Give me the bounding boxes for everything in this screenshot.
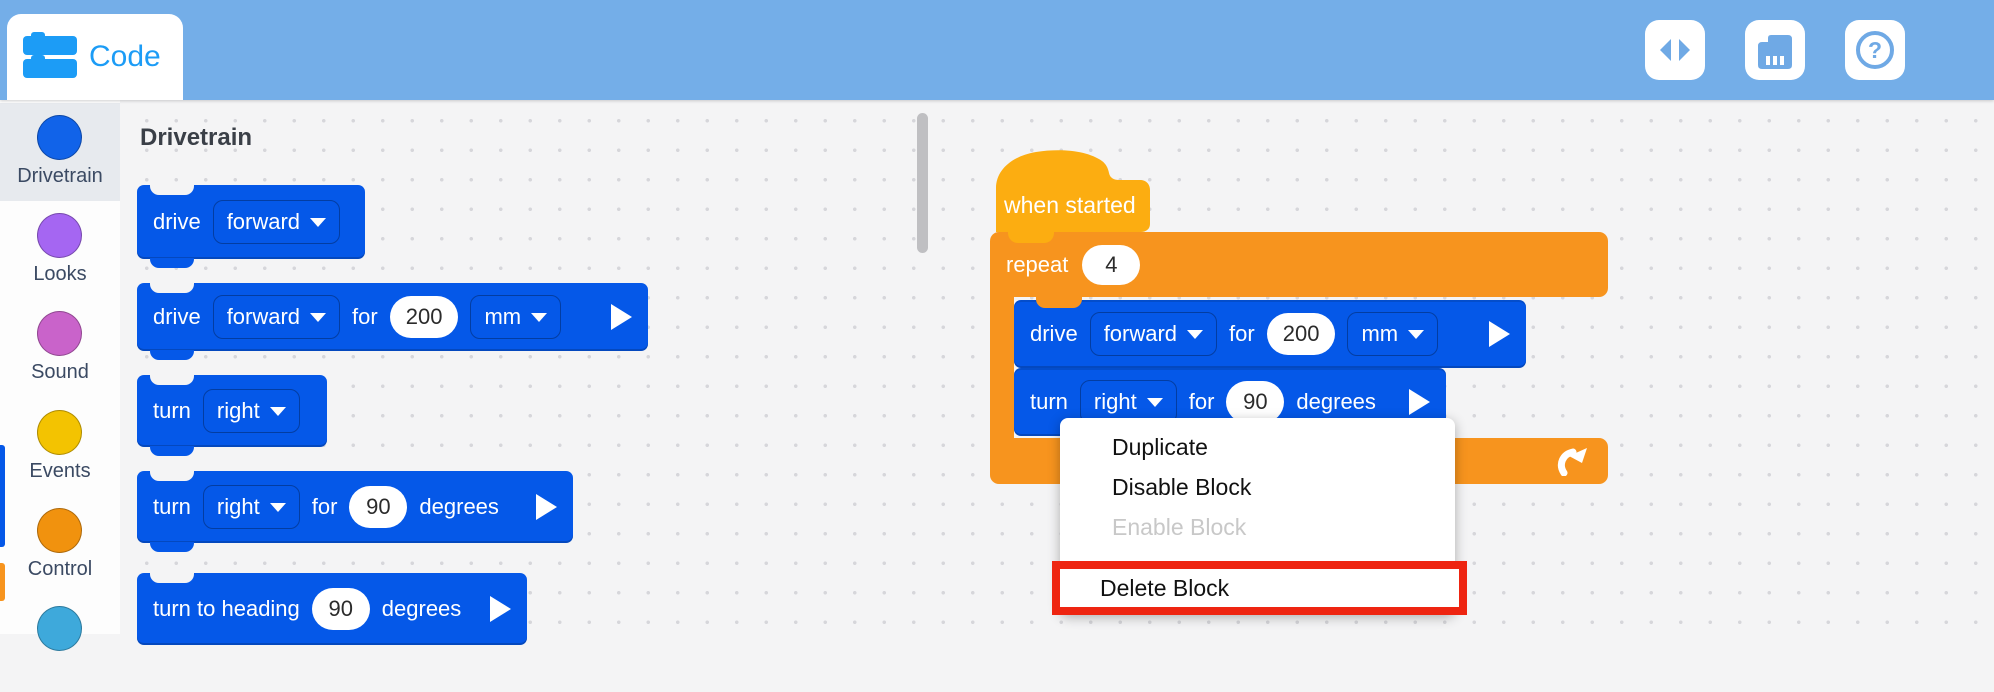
run-block-icon[interactable] bbox=[536, 494, 557, 520]
block-label: for bbox=[1229, 321, 1255, 346]
block-label: turn to heading bbox=[153, 596, 300, 621]
direction-dropdown[interactable]: forward bbox=[1089, 312, 1218, 356]
chevron-down-icon bbox=[269, 406, 286, 416]
block-label: turn bbox=[1030, 389, 1068, 414]
palette-block-turn-to-heading[interactable]: turn to heading 90 degrees bbox=[137, 573, 527, 645]
blocks-icon bbox=[23, 32, 77, 80]
block-label: degrees bbox=[419, 494, 499, 519]
angle-input[interactable]: 90 bbox=[349, 486, 408, 528]
run-block-icon[interactable] bbox=[490, 596, 511, 622]
repeat-count-input[interactable]: 4 bbox=[1082, 244, 1141, 285]
sidebar-item-control[interactable]: Control bbox=[0, 496, 120, 594]
tab-code-label: Code bbox=[89, 40, 161, 73]
drivetrain-category-icon bbox=[37, 115, 82, 160]
sidebar-item-label: Drivetrain bbox=[17, 165, 103, 187]
workspace-block-drive-for[interactable]: drive forward for 200 mm bbox=[1014, 300, 1526, 368]
block-label: for bbox=[311, 494, 338, 519]
distance-input[interactable]: 200 bbox=[1266, 313, 1336, 355]
chevron-down-icon bbox=[1187, 329, 1204, 339]
chevron-down-icon bbox=[1146, 397, 1163, 407]
palette-heading: Drivetrain bbox=[140, 124, 253, 151]
block-label: drive bbox=[153, 209, 201, 234]
code-view-toggle-button[interactable] bbox=[1645, 20, 1705, 80]
menu-item-disable-block[interactable]: Disable Block bbox=[1112, 474, 1252, 500]
block-label: degrees bbox=[381, 596, 462, 621]
category-sidebar: Drivetrain Looks Sound Events Control bbox=[0, 100, 120, 651]
hat-label: when started bbox=[1004, 192, 1136, 218]
block-label: for bbox=[1188, 389, 1215, 414]
sidebar-item-drivetrain[interactable]: Drivetrain bbox=[0, 103, 120, 201]
palette-block-turn-for[interactable]: turn right for 90 degrees bbox=[137, 471, 573, 552]
heading-input[interactable]: 90 bbox=[311, 588, 370, 630]
chevron-down-icon bbox=[531, 312, 548, 322]
chevron-down-icon bbox=[310, 312, 327, 322]
palette-scrollbar[interactable] bbox=[917, 113, 928, 253]
header-bar: Code ? bbox=[0, 0, 1994, 100]
clipped-block-artifact bbox=[0, 563, 5, 601]
direction-dropdown[interactable]: forward bbox=[212, 200, 341, 244]
run-block-icon[interactable] bbox=[611, 304, 632, 330]
repeat-inner-connector bbox=[1036, 297, 1082, 308]
direction-dropdown[interactable]: right bbox=[202, 389, 300, 433]
device-manager-button[interactable] bbox=[1745, 20, 1805, 80]
angle-brackets-icon bbox=[1660, 39, 1690, 61]
palette-block-drive[interactable]: drive forward bbox=[137, 185, 365, 268]
events-category-icon bbox=[37, 410, 82, 455]
hat-connector bbox=[1008, 230, 1054, 243]
block-label: for bbox=[352, 304, 378, 329]
looks-category-icon bbox=[37, 213, 82, 258]
tab-code[interactable]: Code bbox=[7, 14, 183, 100]
loop-arrow-icon bbox=[1557, 448, 1587, 476]
palette-block-turn[interactable]: turn right bbox=[137, 375, 327, 456]
sidebar-item-events[interactable]: Events bbox=[0, 398, 120, 496]
block-label: turn bbox=[153, 398, 191, 423]
when-started-hat-block[interactable]: when started bbox=[990, 146, 1153, 232]
block-label: drive bbox=[153, 304, 201, 329]
sidebar-item-label: Events bbox=[29, 460, 91, 482]
menu-item-enable-block: Enable Block bbox=[1112, 514, 1247, 540]
unit-dropdown[interactable]: mm bbox=[470, 295, 562, 339]
direction-dropdown[interactable]: right bbox=[202, 485, 300, 529]
block-label: degrees bbox=[1296, 389, 1376, 414]
brain-device-icon bbox=[1758, 35, 1792, 69]
repeat-label: repeat bbox=[1006, 251, 1069, 277]
chevron-down-icon bbox=[269, 502, 286, 512]
control-category-icon bbox=[37, 508, 82, 553]
block-label: turn bbox=[153, 494, 191, 519]
repeat-block-spine[interactable] bbox=[990, 290, 1014, 445]
run-block-icon[interactable] bbox=[1489, 321, 1510, 347]
sidebar-item-label: Control bbox=[27, 558, 93, 580]
menu-item-duplicate[interactable]: Duplicate bbox=[1112, 434, 1208, 460]
direction-dropdown[interactable]: forward bbox=[212, 295, 341, 339]
palette-block-drive-for[interactable]: drive forward for 200 mm bbox=[137, 283, 648, 360]
sidebar-item-label: Sound bbox=[31, 361, 89, 383]
menu-item-delete-block[interactable]: Delete Block bbox=[1100, 575, 1230, 601]
unit-dropdown[interactable]: mm bbox=[1347, 312, 1439, 356]
chevron-down-icon bbox=[310, 217, 327, 227]
sidebar-item-looks[interactable]: Looks bbox=[0, 201, 120, 299]
partial-category-icon bbox=[37, 606, 82, 651]
hat-shape bbox=[996, 150, 1150, 232]
question-mark-icon: ? bbox=[1856, 31, 1894, 69]
repeat-block-top[interactable]: repeat 4 bbox=[990, 232, 1608, 297]
delete-block-highlight: Delete Block bbox=[1052, 561, 1467, 615]
sidebar-item-sound[interactable]: Sound bbox=[0, 299, 120, 397]
angle-input[interactable]: 90 bbox=[1226, 381, 1285, 423]
help-button[interactable]: ? bbox=[1845, 20, 1905, 80]
chevron-down-icon bbox=[1408, 329, 1425, 339]
block-label: drive bbox=[1030, 321, 1078, 346]
sidebar-item-label: Looks bbox=[33, 263, 87, 285]
distance-input[interactable]: 200 bbox=[389, 296, 459, 338]
sidebar-item-partial[interactable] bbox=[0, 594, 120, 692]
run-block-icon[interactable] bbox=[1409, 389, 1430, 415]
sound-category-icon bbox=[37, 311, 82, 356]
clipped-block-artifact bbox=[0, 445, 5, 547]
